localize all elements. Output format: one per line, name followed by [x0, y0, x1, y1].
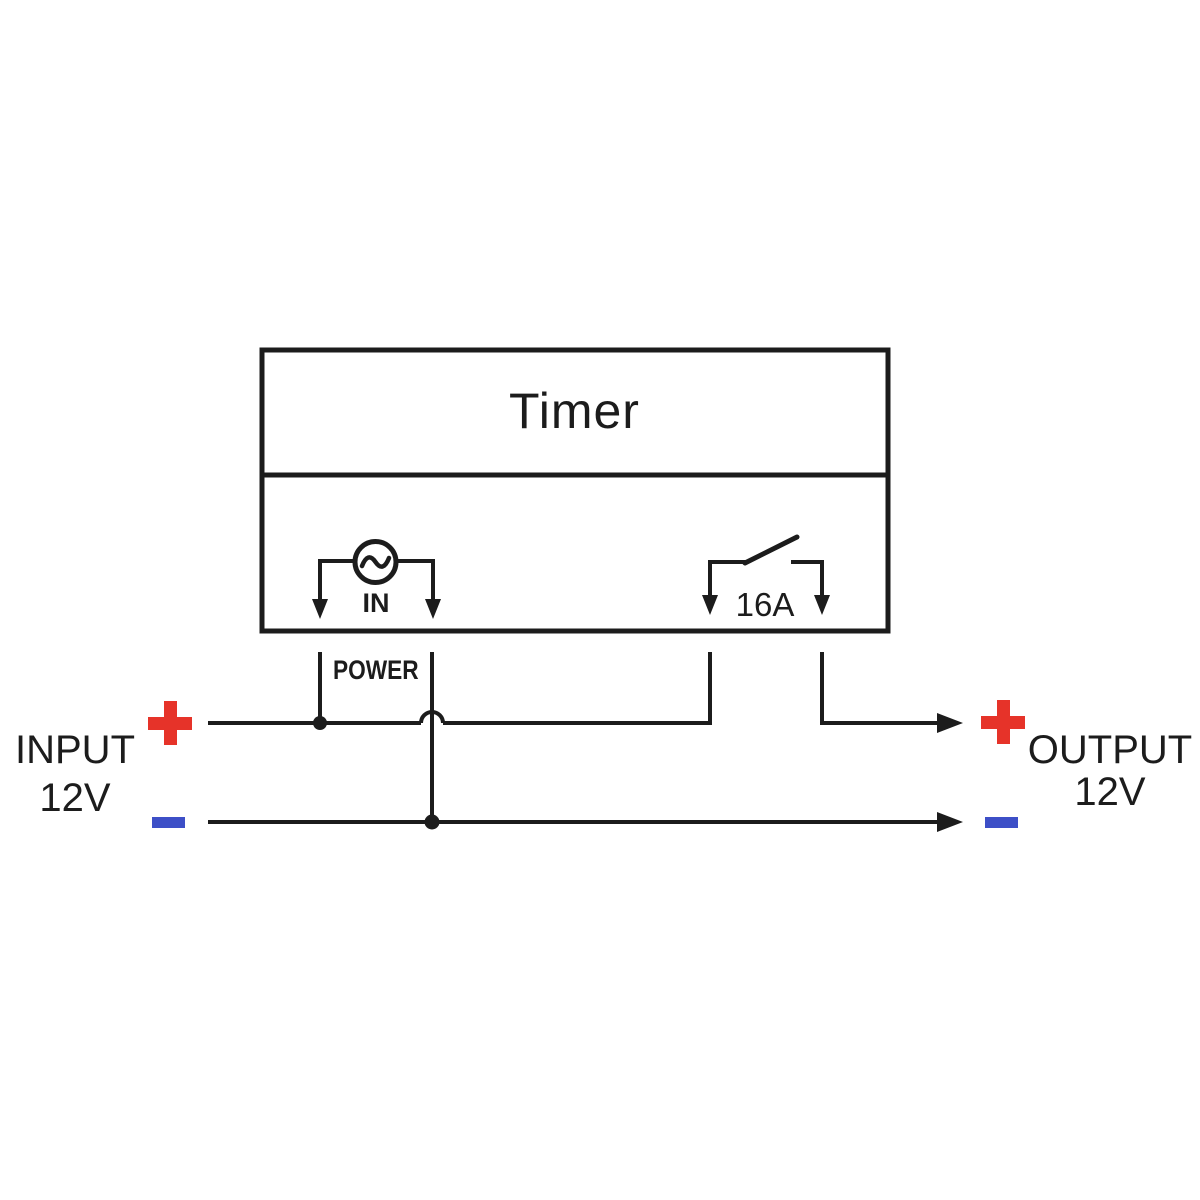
negative-junction-dot: [424, 814, 440, 830]
wire-hop: [419, 710, 445, 724]
power-wire-label: POWER: [333, 655, 419, 685]
switch-blade-icon: [742, 534, 800, 566]
sine-wave-icon: [359, 555, 392, 569]
output-plus-icon: [981, 700, 1025, 744]
output-negative-arrow-icon: [937, 812, 963, 832]
input-plus-icon: [148, 701, 192, 745]
output-label: OUTPUT: [1027, 728, 1193, 772]
input-label: INPUT: [15, 728, 135, 772]
source-terminal-right-arrow-icon: [425, 599, 441, 619]
switch-terminal-right-arrow-icon: [814, 595, 830, 615]
positive-junction-dot: [313, 716, 327, 730]
output-minus-icon: [985, 817, 1018, 828]
source-terminal-left-arrow-icon: [312, 599, 328, 619]
input-minus-icon: [152, 817, 185, 828]
plus-bar: [996, 700, 1010, 744]
input-voltage-label: 12V: [39, 776, 111, 820]
plus-bar: [163, 701, 177, 745]
source-in-label: IN: [362, 588, 390, 618]
timer-title: Timer: [509, 383, 640, 439]
switch-terminal-left-arrow-icon: [702, 595, 718, 615]
output-positive-arrow-icon: [937, 713, 963, 733]
timer-box-outline: [259, 347, 891, 634]
output-voltage-label: 12V: [1074, 770, 1146, 814]
relay-rating-label: 16A: [735, 586, 795, 623]
